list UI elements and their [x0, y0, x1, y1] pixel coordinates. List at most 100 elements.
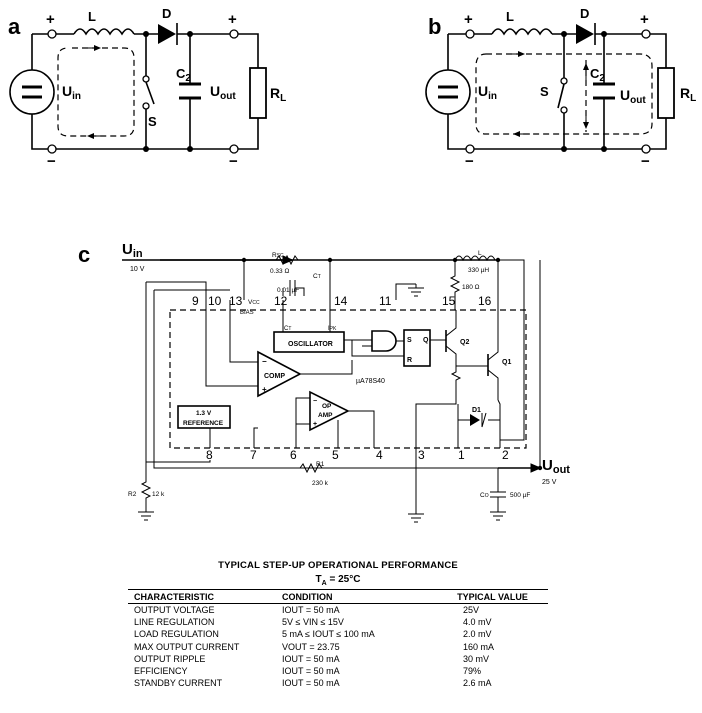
svg-text:Uin: Uin	[62, 83, 81, 102]
svg-text:25 V: 25 V	[542, 479, 557, 486]
switch-label: S	[540, 84, 549, 99]
svg-text:1.3 V: 1.3 V	[196, 410, 212, 417]
svg-text:IPK: IPK	[328, 326, 337, 332]
flip-flop	[403, 329, 431, 367]
minus-in: −	[47, 153, 56, 170]
svg-text:5: 5	[332, 448, 339, 462]
svg-text:C2: C2	[590, 66, 605, 84]
load-resistor	[249, 67, 267, 119]
inductor-l	[73, 28, 135, 36]
svg-text:230 k: 230 k	[312, 480, 329, 487]
bias-label: BIAS	[240, 310, 254, 316]
plus-out: +	[640, 11, 649, 28]
svg-text:9: 9	[192, 294, 199, 308]
switch-label: S	[148, 114, 157, 129]
svg-text:R2: R2	[128, 491, 137, 498]
svg-text:Uout: Uout	[620, 87, 646, 106]
svg-text:−: −	[262, 357, 267, 366]
svg-text:−: −	[313, 398, 317, 405]
header-characteristic: CHARACTERISTIC	[128, 589, 282, 604]
table-title: TYPICAL STEP-UP OPERATIONAL PERFORMANCE	[218, 560, 458, 571]
svg-text:Uout: Uout	[542, 457, 570, 476]
and-gate	[371, 330, 397, 352]
svg-text:C2: C2	[176, 66, 191, 84]
uin-value: 10 V	[130, 266, 145, 273]
switch-s	[557, 83, 565, 109]
minus-in: −	[465, 153, 474, 170]
svg-text:D1: D1	[472, 407, 481, 414]
svg-text:1: 1	[458, 448, 465, 462]
svg-text:Uout: Uout	[210, 83, 236, 102]
minus-out: −	[641, 153, 650, 170]
svg-text:OSCILLATOR: OSCILLATOR	[288, 341, 333, 348]
plus-out: +	[228, 11, 237, 28]
svg-text:CT: CT	[313, 273, 321, 280]
svg-text:CO: CO	[480, 492, 489, 499]
svg-text:L: L	[478, 250, 482, 257]
svg-text:+: +	[262, 385, 267, 394]
inductor-label: L	[506, 9, 514, 24]
ic-name: µA78S40	[356, 378, 385, 385]
svg-text:13: 13	[229, 294, 243, 308]
svg-text:R: R	[407, 357, 412, 364]
table-body: CHARACTERISTIC CONDITION TYPICAL VALUE O…	[128, 589, 548, 689]
load-resistor	[657, 67, 675, 119]
panel-a-letter: a	[8, 14, 21, 39]
svg-text:Uin: Uin	[478, 83, 497, 102]
table-header-row: CHARACTERISTIC CONDITION TYPICAL VALUE	[128, 589, 548, 604]
svg-text:11: 11	[379, 294, 392, 308]
svg-text:15: 15	[442, 294, 456, 308]
svg-text:VCC: VCC	[248, 299, 260, 306]
panel-c-letter: c	[78, 242, 90, 267]
table-condition: TA = 25°C	[315, 574, 361, 587]
svg-text:REFERENCE: REFERENCE	[183, 420, 224, 427]
comparator	[257, 350, 302, 398]
svg-text:6: 6	[290, 448, 297, 462]
svg-text:8: 8	[206, 448, 213, 462]
svg-text:CT: CT	[284, 326, 291, 332]
minus-out: −	[229, 153, 238, 170]
svg-text:RL: RL	[270, 85, 286, 104]
panel-c: c Uin 10 V RSC 0.33 Ω CT 0.01 µF 9 10 13	[78, 241, 570, 523]
header-condition: CONDITION	[282, 589, 437, 604]
voltage-source-icon	[425, 69, 471, 115]
svg-text:Uin: Uin	[122, 241, 143, 260]
svg-text:AMP: AMP	[318, 412, 333, 419]
svg-text:OP: OP	[322, 403, 332, 410]
header-typical-value: TYPICAL VALUE	[437, 589, 548, 604]
svg-text:16: 16	[478, 294, 492, 308]
op-amp	[309, 390, 350, 432]
panel-a: a + + − − L D S	[8, 6, 286, 170]
performance-table: TYPICAL STEP-UP OPERATIONAL PERFORMANCE …	[128, 560, 548, 689]
svg-text:12: 12	[274, 294, 288, 308]
svg-text:+: +	[313, 421, 317, 428]
rsc-value: 0.33 Ω	[270, 268, 289, 275]
switch-s	[145, 81, 155, 105]
svg-text:RL: RL	[680, 85, 696, 104]
svg-text:COMP: COMP	[264, 373, 285, 380]
svg-text:500 µF: 500 µF	[510, 492, 530, 499]
inductor-l	[491, 28, 553, 36]
oscillator-block	[273, 331, 345, 353]
svg-text:10: 10	[208, 294, 222, 308]
capacitor-c2	[593, 82, 615, 100]
plus-in: +	[46, 11, 55, 28]
svg-text:180 Ω: 180 Ω	[462, 284, 480, 291]
capacitor-c2	[179, 82, 201, 100]
svg-text:R1: R1	[316, 461, 325, 468]
panel-b: b + + − − L D S C2	[425, 6, 696, 170]
svg-text:330 µH: 330 µH	[468, 267, 489, 274]
svg-text:14: 14	[334, 294, 348, 308]
svg-text:2: 2	[502, 448, 509, 462]
diode-d	[576, 23, 596, 45]
ct-value: 0.01 µF	[277, 287, 299, 294]
svg-text:Q2: Q2	[460, 339, 469, 346]
diode-label: D	[162, 6, 171, 21]
